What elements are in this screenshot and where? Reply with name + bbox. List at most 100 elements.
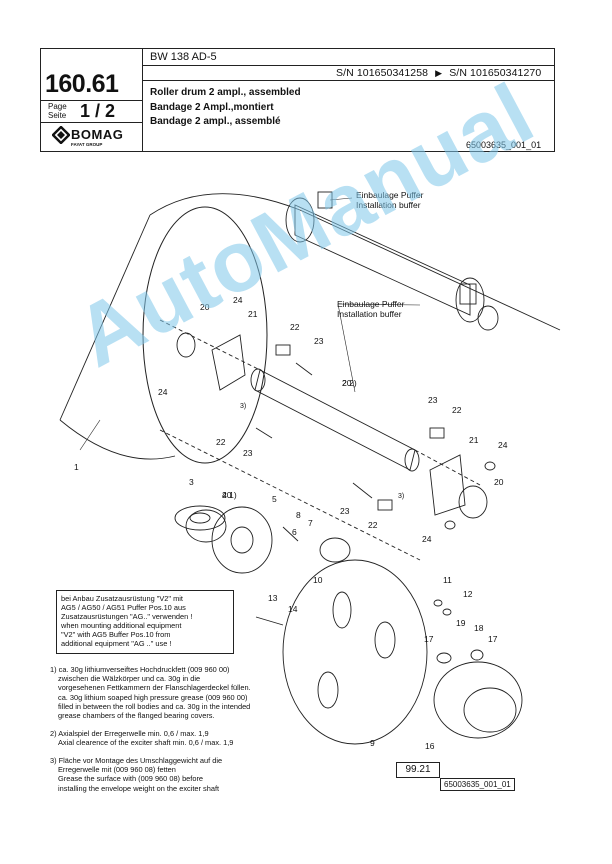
part-label: 9: [370, 738, 375, 748]
title-fr: Bandage 2 ampl., assemblé: [150, 116, 281, 127]
footnote-2: 2) Axialspiel der Erregerwelle min. 0,6 …: [50, 729, 290, 747]
serial-to: S/N 101650341270: [449, 67, 542, 79]
note-line: "V2" with AG5 Buffer Pos.10 from: [61, 630, 171, 640]
assembly-axis: [159, 319, 481, 561]
part-label: 24: [233, 295, 243, 305]
footnote-line: vorgesehenen Fettkammern der Flanschlage…: [58, 683, 251, 693]
page-label-de: Seite: [48, 111, 67, 120]
part-label: 5: [272, 494, 277, 504]
serial-from: S/N 101650341258: [336, 67, 429, 79]
part-label: 16: [425, 741, 435, 751]
footnote-line: 1) ca. 30g lithiumverseiftes Hochdruckfe…: [50, 665, 230, 674]
part-label: 24: [498, 440, 508, 450]
installation-note-box: bei Anbau Zusatzausrüstung "V2" mit AG5 …: [56, 590, 234, 654]
page-label-en: Page: [48, 102, 67, 111]
footer-doc-reference: 65003635_001_01: [440, 778, 515, 791]
part-label: 6: [292, 527, 297, 537]
footnote-marker: 3): [398, 493, 405, 500]
callout-buffer-top-en: Installation buffer: [356, 200, 421, 210]
page-label: Page Seite: [48, 102, 67, 120]
part-label: 22: [290, 322, 300, 332]
drum-shell: [59, 193, 561, 464]
part-label: 13: [268, 593, 278, 603]
callout-buffer-mid-en: Installation buffer: [337, 309, 402, 319]
part-label: 20: [200, 302, 210, 312]
part-label: 1: [74, 462, 79, 472]
bomag-logo-icon: [52, 126, 70, 144]
part-label-footnote: 4 1): [222, 490, 237, 500]
part-label: 17: [488, 634, 498, 644]
left-bearing-parts: [174, 332, 351, 574]
part-label: 23: [428, 395, 438, 405]
note-line: when mounting additional equipment: [61, 621, 182, 631]
right-bearing-parts: [377, 427, 496, 530]
part-label: 24: [158, 387, 168, 397]
header-rule: [142, 80, 555, 81]
footnote-line: Erregerwelle mit (009 960 08) fetten: [58, 765, 176, 775]
leader-lines: [79, 197, 421, 451]
part-label: 17: [424, 634, 434, 644]
part-label: 10: [313, 575, 323, 585]
footnote-line: Grease the surface with (009 960 08) bef…: [58, 774, 204, 784]
part-label: 22: [452, 405, 462, 415]
arrow-right-icon: ▶: [435, 68, 443, 78]
footnote-line: ca. 30g lithium soaped high pressure gre…: [58, 692, 248, 702]
part-label: 24: [422, 534, 432, 544]
part-label: 21: [469, 435, 479, 445]
doc-reference: 65003635_001_01: [466, 140, 542, 150]
note-line: additional equipment "AG .." use !: [61, 639, 172, 649]
part-label: 23: [243, 448, 253, 458]
footnote-1: 1) ca. 30g lithiumverseiftes Hochdruckfe…: [50, 665, 290, 720]
footnote-line: zwischen die Wälzkörper und ca. 30g in d…: [58, 674, 201, 684]
note-line: bei Anbau Zusatzausrüstung "V2" mit: [61, 594, 183, 603]
exciter-shaft: [250, 368, 420, 472]
logo-text: BOMAG: [71, 127, 124, 142]
part-label-footnote: 2 2): [342, 378, 357, 388]
part-label: 20: [494, 477, 504, 487]
hydraulic-motor: [433, 599, 523, 739]
part-label: 22: [216, 437, 226, 447]
part-label: 11: [443, 575, 452, 585]
callout-buffer-mid-de: Einbaulage Puffer: [337, 299, 405, 309]
part-label: 18: [474, 623, 484, 633]
part-label: 7: [308, 518, 313, 528]
footnote-line: grease chambers of the flanged bearing c…: [58, 711, 215, 721]
logo-subtext: FAYAT GROUP: [71, 142, 103, 147]
part-label: 19: [456, 618, 466, 628]
part-label: 23: [340, 506, 350, 516]
header-rule: [40, 122, 142, 123]
part-label: 12: [463, 589, 473, 599]
exploded-view-diagram: [59, 191, 561, 745]
header-rule: [40, 100, 142, 101]
part-label: 21: [248, 309, 258, 319]
drive-disc: [282, 559, 428, 745]
part-label: 20: [222, 490, 232, 500]
header-divider: [142, 48, 143, 152]
part-label: 3: [189, 477, 194, 487]
page-value: 1 / 2: [80, 101, 116, 121]
model-name: BW 138 AD-5: [150, 51, 217, 63]
part-label: 8: [296, 510, 301, 520]
footnote-line: filled in between the roll bodies and ca…: [58, 701, 251, 711]
footnote-marker: 3): [240, 403, 247, 410]
title-de: Bandage 2 Ampl.,montiert: [150, 101, 274, 113]
note-line: AG5 / AG50 / AG51 Puffer Pos.10 aus: [61, 603, 186, 613]
part-titles: Roller drum 2 ampl., assembled Bandage 2…: [150, 86, 301, 130]
screws: [255, 362, 373, 626]
note-line: Zusatzausrüstungen "AG.." verwenden !: [61, 612, 193, 622]
footnote-line: 3) Fläche vor Montage des Umschlaggewich…: [50, 756, 223, 765]
footnote-line: Axial clearence of the exciter shaft min…: [58, 738, 234, 748]
page-number: 160.61: [45, 70, 119, 98]
footnote-line: installing the envelope weight on the ex…: [58, 783, 220, 793]
title-en: Roller drum 2 ampl., assembled: [150, 87, 301, 98]
footnote-3: 3) Fläche vor Montage des Umschlaggewich…: [50, 756, 290, 793]
callout-buffer-top-de: Einbaulage Puffer: [356, 190, 424, 200]
part-label: 22: [368, 520, 378, 530]
header-rule: [142, 65, 555, 66]
reference-box: 99.21: [396, 762, 440, 778]
serial-range: S/N 101650341258 ▶ S/N 101650341270: [336, 67, 541, 79]
part-label: 20: [342, 378, 352, 388]
footnote-line: 2) Axialspiel der Erregerwelle min. 0,6 …: [50, 729, 209, 738]
part-label: 23: [314, 336, 324, 346]
part-label: 14: [288, 604, 298, 614]
